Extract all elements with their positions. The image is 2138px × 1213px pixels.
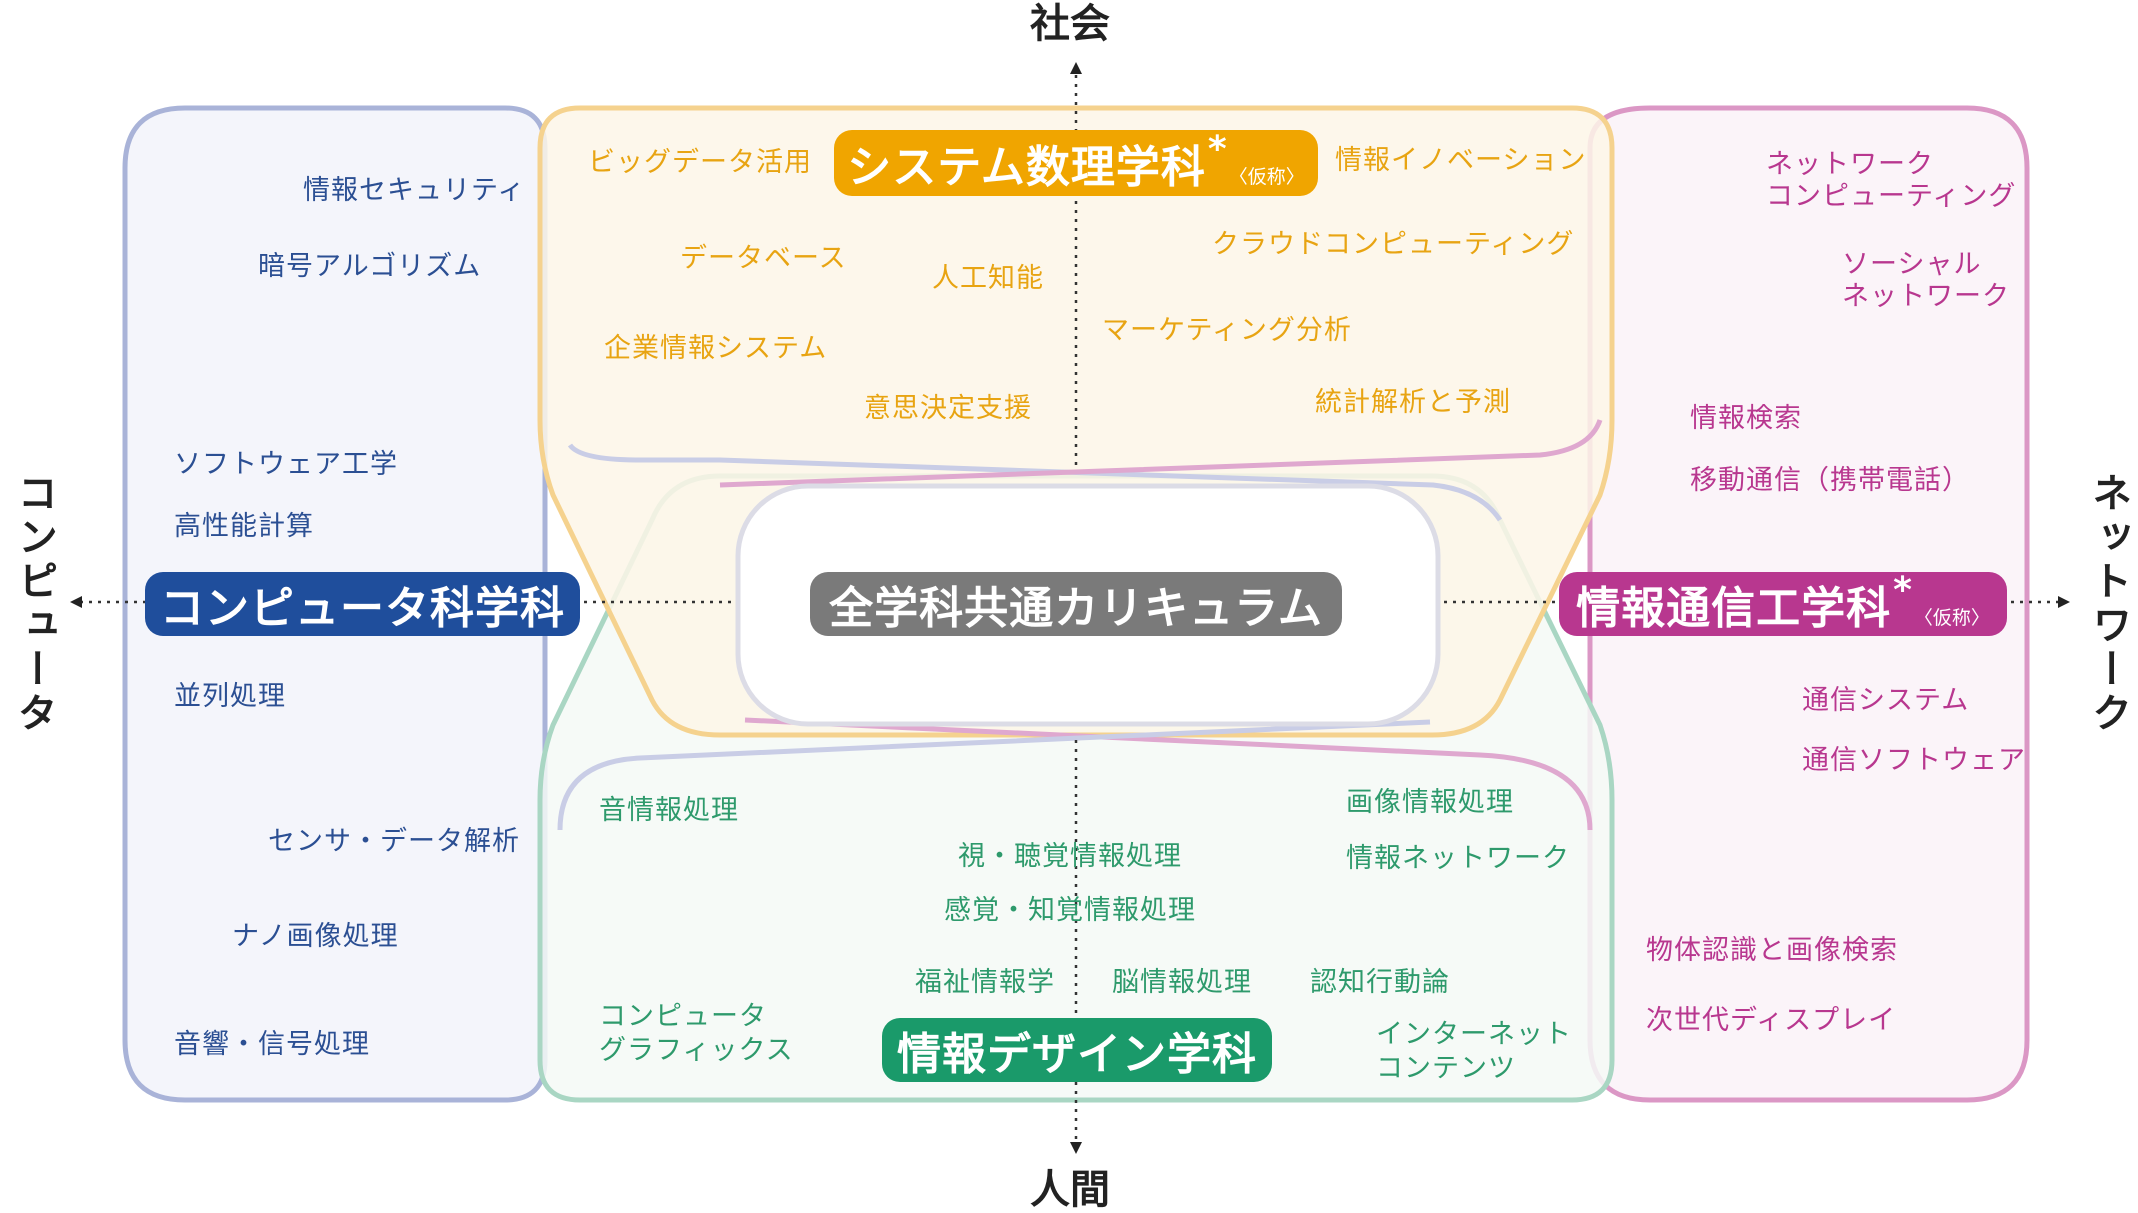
design-dept-badge: 情報デザイン学科 bbox=[882, 1018, 1272, 1082]
axis-label-bottom: 人間 bbox=[1030, 1167, 1110, 1213]
crossing-blue-line bbox=[567, 443, 1503, 522]
system-math-dept-badge: システム数理学科*〈仮称〉 bbox=[834, 128, 1318, 196]
topic-comm-software: 通信ソフトウェア bbox=[1802, 745, 2026, 776]
topic-internet-content-line1: インターネット bbox=[1376, 1019, 1572, 1050]
common-curriculum-badge: 全学科共通カリキュラム bbox=[810, 572, 1342, 636]
topic-network-computing-line2: コンピューティング bbox=[1766, 181, 2017, 212]
topic-mobile-comm: 移動通信（携帯電話） bbox=[1690, 465, 1970, 496]
topic-social-network-line1: ソーシャル bbox=[1842, 249, 1982, 280]
topic-nano-imaging: ナノ画像処理 bbox=[232, 921, 399, 952]
topic-database: データベース bbox=[680, 243, 847, 274]
topic-info-search: 情報検索 bbox=[1690, 403, 1802, 434]
communication-dept-name: 情報通信工学科 bbox=[1576, 583, 1892, 634]
topic-social-network-line2: ネットワーク bbox=[1842, 281, 2010, 312]
computer-science-dept-name: コンピュータ科学科 bbox=[160, 583, 565, 634]
topic-comm-system: 通信システム bbox=[1802, 685, 1970, 716]
topic-cognitive-behavior: 認知行動論 bbox=[1310, 967, 1450, 998]
topic-software-engineering: ソフトウェア工学 bbox=[174, 449, 398, 480]
crossing-blue-line-2 bbox=[557, 719, 1431, 831]
crossing-pink-line-2 bbox=[744, 717, 1593, 831]
topic-marketing: マーケティング分析 bbox=[1102, 315, 1352, 346]
topic-bigdata: ビッグデータ活用 bbox=[588, 147, 812, 178]
topic-cg-line2: グラフィックス bbox=[599, 1035, 794, 1066]
axis-label-left: コンピュータ bbox=[11, 472, 57, 736]
topic-welfare-informatics: 福祉情報学 bbox=[915, 967, 1055, 998]
topic-acoustic-signal: 音響・信号処理 bbox=[174, 1029, 370, 1060]
topic-sensor-data: センサ・データ解析 bbox=[268, 826, 520, 857]
topic-ai: 人工知能 bbox=[932, 263, 1044, 294]
axis-label-top: 社会 bbox=[1030, 1, 1110, 47]
topic-sound-processing: 音情報処理 bbox=[599, 795, 739, 826]
topic-enterprise-system: 企業情報システム bbox=[604, 333, 828, 364]
topic-high-performance-computing: 高性能計算 bbox=[174, 511, 314, 542]
design-dept-name: 情報デザイン学科 bbox=[897, 1029, 1257, 1080]
topic-statistics: 統計解析と予測 bbox=[1315, 387, 1511, 418]
topic-audio-visual: 視・聴覚情報処理 bbox=[958, 841, 1182, 872]
topic-brain-processing: 脳情報処理 bbox=[1112, 967, 1252, 998]
topic-sense-perception: 感覚・知覚情報処理 bbox=[944, 895, 1196, 926]
topic-crypto-algorithm: 暗号アルゴリズム bbox=[258, 251, 482, 282]
topic-image-processing: 画像情報処理 bbox=[1346, 787, 1514, 818]
topic-cg-line1: コンピュータ bbox=[599, 1001, 767, 1032]
system-math-dept-mark: * bbox=[1207, 128, 1227, 170]
system-math-dept-note: 〈仮称〉 bbox=[1228, 165, 1305, 188]
topic-info-network: 情報ネットワーク bbox=[1346, 843, 1570, 874]
communication-dept-badge: 情報通信工学科*〈仮称〉 bbox=[1559, 569, 2007, 636]
topic-cloud: クラウドコンピューティング bbox=[1212, 229, 1575, 260]
topic-internet-content-line2: コンテンツ bbox=[1376, 1053, 1516, 1084]
topic-network-computing-line1: ネットワーク bbox=[1766, 149, 1934, 180]
crossing-pink-line bbox=[719, 419, 1603, 488]
communication-dept-note: 〈仮称〉 bbox=[1913, 606, 1990, 629]
system-math-dept-name: システム数理学科 bbox=[847, 142, 1206, 193]
communication-dept-mark: * bbox=[1893, 569, 1912, 611]
topic-decision-support: 意思決定支援 bbox=[864, 393, 1032, 424]
topic-parallel-processing: 並列処理 bbox=[174, 681, 286, 712]
topic-object-recognition: 物体認識と画像検索 bbox=[1646, 935, 1898, 966]
computer-science-dept-badge: コンピュータ科学科 bbox=[145, 572, 580, 636]
topic-next-gen-display: 次世代ディスプレイ bbox=[1646, 1005, 1897, 1036]
common-curriculum-name: 全学科共通カリキュラム bbox=[829, 583, 1323, 634]
topic-innovation: 情報イノベーション bbox=[1335, 145, 1587, 176]
axis-label-right: ネットワーク bbox=[2085, 472, 2131, 736]
topic-info-security: 情報セキュリティ bbox=[303, 175, 526, 206]
